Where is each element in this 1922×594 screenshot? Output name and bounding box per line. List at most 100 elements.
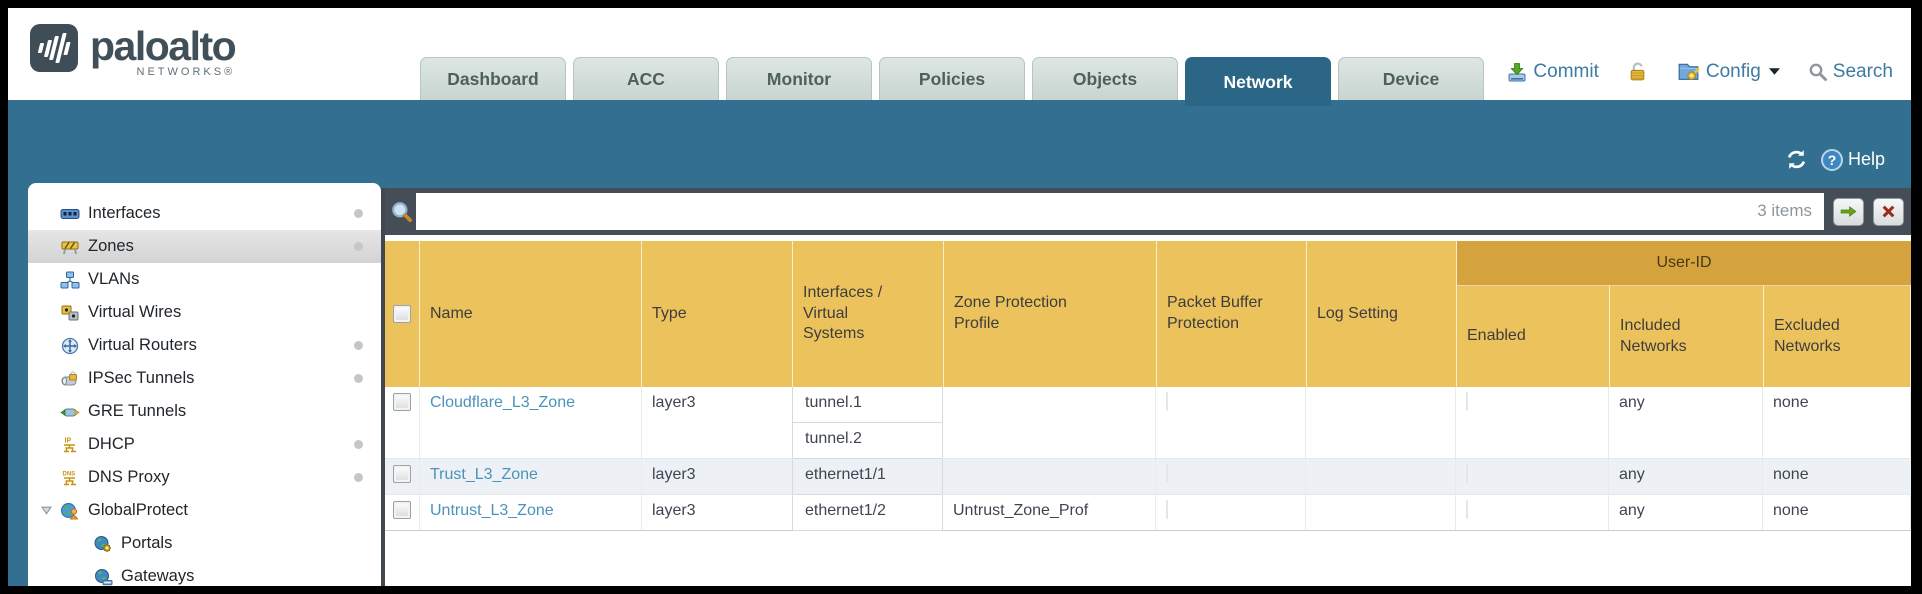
zone-name-link[interactable]: Trust_L3_Zone [430,466,538,483]
column-header-log-setting[interactable]: Log Setting [1307,241,1457,387]
status-dot [354,242,363,251]
row-checkbox[interactable] [393,393,411,411]
tab-objects[interactable]: Objects [1032,57,1178,100]
vlans-icon [58,271,82,289]
status-dot [354,440,363,449]
packet-buffer-protection-cell [1156,495,1306,530]
search-button[interactable]: Search [1808,61,1893,83]
table-row: Untrust_L3_Zone layer3 ethernet1/2 Untru… [385,495,1911,531]
column-header-name[interactable]: Name [420,241,642,387]
sidebar-item-dhcp[interactable]: IP DHCP [28,428,381,461]
sidebar-item-gre-tunnels[interactable]: GRE Tunnels [28,395,381,428]
interface-entry: ethernet1/2 [793,495,942,531]
collapse-triangle-icon[interactable] [34,506,58,515]
svg-text:IP: IP [65,437,72,444]
refresh-icon[interactable] [1784,147,1809,172]
user-id-enabled-cell [1456,459,1609,494]
page-band: ? Help [8,100,1911,188]
sidebar-item-virtual-routers[interactable]: Virtual Routers [28,329,381,362]
column-header-excluded-networks[interactable]: Excluded Networks [1764,286,1911,387]
tab-device[interactable]: Device [1338,57,1484,100]
user-id-enabled-checkbox [1466,500,1468,519]
log-setting-cell [1306,495,1456,530]
packet-buffer-protection-checkbox [1166,500,1168,519]
config-menu-button[interactable]: Config [1676,59,1780,84]
zone-protection-profile-cell [943,387,1156,458]
zones-panel: 3 items Name Type Interfaces / Virtual S… [385,188,1911,586]
status-dot [354,473,363,482]
row-checkbox[interactable] [393,501,411,519]
sidebar-divider[interactable] [381,188,385,586]
clear-filter-button[interactable] [1873,197,1904,226]
excluded-networks-cell: none [1763,495,1911,530]
help-icon: ? [1820,148,1843,171]
user-id-enabled-cell [1456,387,1609,458]
included-networks-cell: any [1609,459,1763,494]
zones-icon [58,238,82,256]
portals-icon [91,535,115,553]
filter-input[interactable] [416,193,1824,230]
unlock-icon[interactable] [1627,61,1648,82]
config-icon [1676,59,1701,84]
user-id-column-group: User-ID Enabled Included Networks Exclud… [1457,241,1911,387]
sidebar-item-ipsec-tunnels[interactable]: IPSec Tunnels [28,362,381,395]
user-id-enabled-cell [1456,495,1609,530]
globalprotect-icon [58,502,82,520]
packet-buffer-protection-cell [1156,459,1306,494]
zone-name-link[interactable]: Cloudflare_L3_Zone [430,394,575,411]
content-area: Interfaces Zones VLANs Virtual Wires [8,183,1911,586]
sidebar-item-portals[interactable]: Portals [28,527,381,560]
network-sidebar: Interfaces Zones VLANs Virtual Wires [28,183,381,586]
help-button[interactable]: ? Help [1820,148,1885,171]
gateways-icon [91,568,115,586]
sidebar-item-zones[interactable]: Zones [28,230,381,263]
column-header-packet-buffer-protection[interactable]: Packet Buffer Protection [1157,241,1307,387]
apply-filter-button[interactable] [1833,197,1864,226]
included-networks-cell: any [1609,387,1763,458]
tab-acc[interactable]: ACC [573,57,719,100]
table-empty-space [385,531,1911,586]
filter-magnifier-icon[interactable] [390,200,414,224]
column-header-zone-protection-profile[interactable]: Zone Protection Profile [944,241,1157,387]
zone-interfaces-cell: ethernet1/1 [792,459,943,495]
chevron-down-icon [1768,68,1780,75]
zone-interfaces-cell: ethernet1/2 [792,495,943,531]
select-all-checkbox[interactable] [393,305,411,323]
commit-button[interactable]: Commit [1506,61,1599,83]
brand-name: paloalto [90,23,237,69]
sidebar-item-virtual-wires[interactable]: Virtual Wires [28,296,381,329]
zone-interfaces-cell: tunnel.1 tunnel.2 [792,387,943,459]
column-header-interfaces[interactable]: Interfaces / Virtual Systems [793,241,944,387]
sidebar-item-vlans[interactable]: VLANs [28,263,381,296]
header-actions: Commit Config Search [1506,59,1893,84]
zone-name-link[interactable]: Untrust_L3_Zone [430,502,554,519]
status-dot [354,209,363,218]
packet-buffer-protection-checkbox [1166,392,1168,411]
virtual-wires-icon [58,304,82,322]
red-x-icon [1881,204,1896,219]
tab-policies[interactable]: Policies [879,57,1025,100]
column-header-included-networks[interactable]: Included Networks [1610,286,1764,387]
user-id-group-header: User-ID [1457,241,1911,286]
tab-monitor[interactable]: Monitor [726,57,872,100]
excluded-networks-cell: none [1763,459,1911,494]
header-checkbox-cell [385,241,420,387]
row-checkbox[interactable] [393,465,411,483]
zone-type-cell: layer3 [642,459,793,494]
packet-buffer-protection-checkbox [1166,464,1168,483]
table-row: Cloudflare_L3_Zone layer3 tunnel.1 tunne… [385,387,1911,459]
sidebar-item-globalprotect[interactable]: GlobalProtect [28,494,381,527]
column-header-enabled[interactable]: Enabled [1457,286,1610,387]
zones-table-header: Name Type Interfaces / Virtual Systems Z… [385,241,1911,387]
sidebar-item-gateways[interactable]: Gateways [28,560,381,586]
sidebar-item-dns-proxy[interactable]: DNS DNS Proxy [28,461,381,494]
tab-network[interactable]: Network [1185,57,1331,106]
items-count: 3 items [1757,201,1812,220]
column-header-type[interactable]: Type [642,241,793,387]
tab-dashboard[interactable]: Dashboard [420,57,566,100]
filter-bar: 3 items [385,188,1911,235]
interface-entry: ethernet1/1 [793,459,942,495]
sidebar-item-interfaces[interactable]: Interfaces [28,197,381,230]
paloalto-logo-icon [30,24,78,72]
log-setting-cell [1306,459,1456,494]
